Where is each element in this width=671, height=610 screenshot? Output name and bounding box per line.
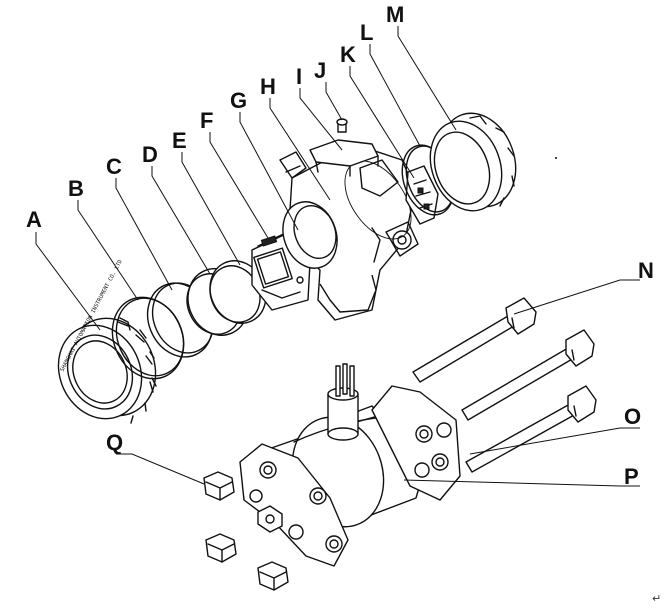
part-k-terminal-block <box>405 165 439 225</box>
label-d: D <box>142 142 158 167</box>
label-c: C <box>106 154 122 179</box>
label-b: B <box>68 176 84 201</box>
label-e: E <box>172 128 187 153</box>
label-g: G <box>230 88 247 113</box>
part-h-housing <box>279 149 419 321</box>
part-o-flange-left <box>239 443 349 567</box>
return-mark: ↵ <box>652 592 661 605</box>
label-i: I <box>296 64 302 89</box>
leader-lines <box>35 26 640 487</box>
part-q-nuts <box>203 471 289 591</box>
label-f: F <box>200 108 213 133</box>
part-o-flange-right <box>371 385 461 501</box>
label-l: L <box>360 20 373 45</box>
label-n: N <box>638 258 654 283</box>
label-h: H <box>260 74 276 99</box>
part-b-o-ring <box>111 296 185 380</box>
stray-dot <box>555 157 557 159</box>
part-i-top-cap <box>309 139 379 177</box>
label-a: A <box>26 207 42 232</box>
part-m-rear-cover <box>429 112 517 212</box>
part-j-screw <box>336 118 348 133</box>
label-o: O <box>624 404 641 429</box>
label-k: K <box>340 42 356 67</box>
label-j: J <box>314 58 326 83</box>
part-n-bolts <box>412 297 597 473</box>
callout-labels: A B C D E F G H I J K L M N O P Q <box>26 2 654 489</box>
label-p: P <box>624 464 639 489</box>
label-m: M <box>386 2 404 27</box>
label-q: Q <box>106 430 123 455</box>
part-a-front-cover: SHANGHAI AUTOMATION INSTRUMENT CO. LTD <box>57 259 157 424</box>
